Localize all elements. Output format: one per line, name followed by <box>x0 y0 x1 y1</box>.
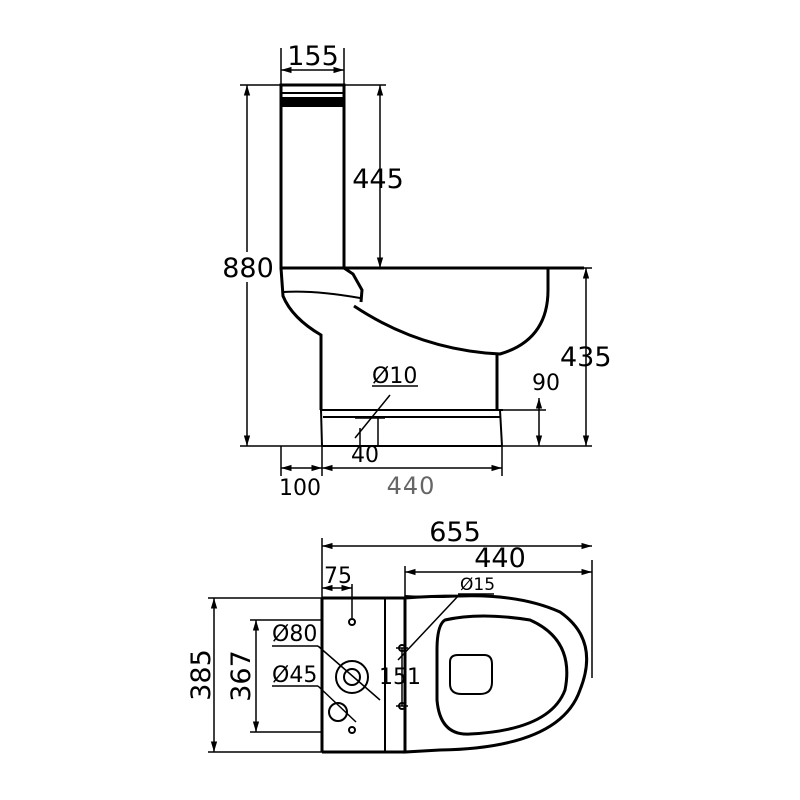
side-view: 155 445 880 435 90 <box>222 41 612 501</box>
tank-outline <box>279 83 346 270</box>
bowl-outline <box>279 266 584 410</box>
dim-tank-width-label: 155 <box>287 41 339 72</box>
base-outline <box>320 409 503 447</box>
dim-base-length-label: 440 <box>387 472 436 500</box>
dim-base-height-label: 90 <box>532 371 560 396</box>
dim-tank-width-top: 367 <box>226 619 322 733</box>
dim-bowl-height: 435 <box>502 267 612 447</box>
dim-hole-diameter-label: Ø10 <box>372 364 417 389</box>
top-outlets <box>328 618 406 734</box>
dim-bowl-height-label: 435 <box>560 342 612 373</box>
top-bowl-outline <box>403 594 589 754</box>
top-view: 655 440 75 Ø15 Ø80 Ø45 <box>186 517 593 754</box>
dim-total-width-label: 385 <box>186 649 217 701</box>
dim-hole-offset-label: 40 <box>351 443 379 468</box>
dim-tank-width: 155 <box>280 41 345 85</box>
dim-outlet-diameters: Ø80 Ø45 <box>272 622 381 723</box>
dim-bowl-length-label: 440 <box>474 543 526 574</box>
dim-tank-height-label: 445 <box>352 164 404 195</box>
dim-seat-hole-spacing-label: 151 <box>379 665 421 690</box>
dim-bowl-length: 440 <box>404 543 592 598</box>
dim-seat-hole-spacing: 151 <box>379 647 421 707</box>
dim-total-height: 880 <box>222 84 322 447</box>
dim-base-height: 90 <box>503 371 560 446</box>
dim-bottom: 100 440 <box>279 446 503 501</box>
dim-outlet-outer-label: Ø80 <box>272 622 317 647</box>
dim-outlet-inner-label: Ø45 <box>272 663 317 688</box>
dim-total-height-label: 880 <box>222 253 274 284</box>
dim-outlet-offset: 75 <box>322 564 353 618</box>
top-tank-outline <box>320 596 405 754</box>
dim-rear-offset-label: 100 <box>279 476 321 501</box>
dim-total-length-label: 655 <box>429 517 481 548</box>
dim-total-length: 655 <box>321 517 593 678</box>
dim-seat-hole-diameter-label: Ø15 <box>460 575 495 595</box>
dim-outlet-offset-label: 75 <box>324 564 352 589</box>
dim-tank-height: 445 <box>344 84 404 268</box>
dim-fixing-hole: Ø10 40 <box>348 364 418 468</box>
dim-seat-hole-diameter: Ø15 <box>397 575 495 661</box>
dim-total-width: 385 <box>186 597 322 753</box>
dim-tank-width-top-label: 367 <box>226 650 257 702</box>
